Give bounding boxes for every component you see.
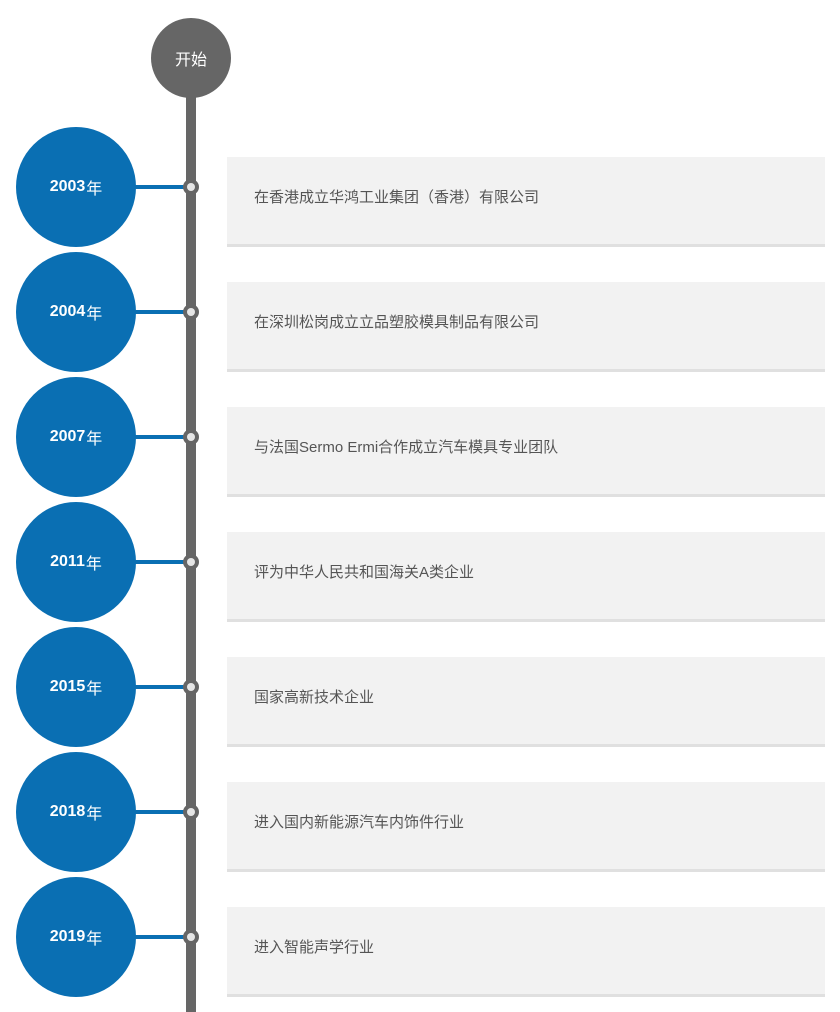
year-number: 2015 bbox=[49, 678, 86, 695]
year-connector bbox=[134, 435, 192, 439]
year-number: 2011 bbox=[50, 553, 85, 570]
timeline-dot-icon bbox=[183, 429, 199, 445]
event-card: 在香港成立华鸿工业集团（香港）有限公司 bbox=[227, 157, 825, 247]
timeline-dot-icon bbox=[183, 804, 199, 820]
timeline-dot-icon bbox=[183, 179, 199, 195]
year-suffix: 年 bbox=[86, 431, 103, 448]
event-description: 在深圳松岗成立立品塑胶模具制品有限公司 bbox=[254, 314, 540, 331]
year-connector bbox=[134, 935, 192, 939]
year-suffix: 年 bbox=[85, 556, 102, 573]
timeline-dot-icon bbox=[183, 304, 199, 320]
event-card: 进入智能声学行业 bbox=[227, 907, 825, 997]
year-number: 2004 bbox=[49, 303, 86, 320]
year-suffix: 年 bbox=[86, 181, 103, 198]
timeline-start-node: 开始 bbox=[151, 18, 231, 98]
year-suffix: 年 bbox=[86, 681, 103, 698]
event-card: 进入国内新能源汽车内饰件行业 bbox=[227, 782, 825, 872]
timeline-dot-icon bbox=[183, 929, 199, 945]
year-connector bbox=[134, 560, 192, 564]
event-description: 进入智能声学行业 bbox=[254, 939, 375, 956]
event-card: 与法国Sermo Ermi合作成立汽车模具专业团队 bbox=[227, 407, 825, 497]
year-suffix: 年 bbox=[86, 306, 103, 323]
event-description: 在香港成立华鸿工业集团（香港）有限公司 bbox=[254, 189, 540, 206]
year-suffix: 年 bbox=[86, 806, 103, 823]
event-description: 进入国内新能源汽车内饰件行业 bbox=[254, 814, 465, 831]
event-card: 国家高新技术企业 bbox=[227, 657, 825, 747]
timeline-spine bbox=[186, 60, 196, 1012]
year-connector bbox=[134, 310, 192, 314]
timeline-dot-icon bbox=[183, 554, 199, 570]
year-connector bbox=[134, 685, 192, 689]
timeline-dot-icon bbox=[183, 679, 199, 695]
year-connector bbox=[134, 185, 192, 189]
start-label: 开始 bbox=[174, 52, 207, 69]
year-number: 2018 bbox=[49, 803, 86, 820]
year-number: 2007 bbox=[49, 428, 86, 445]
event-description: 与法国Sermo Ermi合作成立汽车模具专业团队 bbox=[254, 439, 559, 456]
year-number: 2019 bbox=[49, 928, 86, 945]
event-card: 评为中华人民共和国海关A类企业 bbox=[227, 532, 825, 622]
event-description: 国家高新技术企业 bbox=[254, 689, 375, 706]
year-suffix: 年 bbox=[86, 931, 103, 948]
year-connector bbox=[134, 810, 192, 814]
year-number: 2003 bbox=[49, 178, 86, 195]
event-description: 评为中华人民共和国海关A类企业 bbox=[254, 564, 475, 581]
event-card: 在深圳松岗成立立品塑胶模具制品有限公司 bbox=[227, 282, 825, 372]
